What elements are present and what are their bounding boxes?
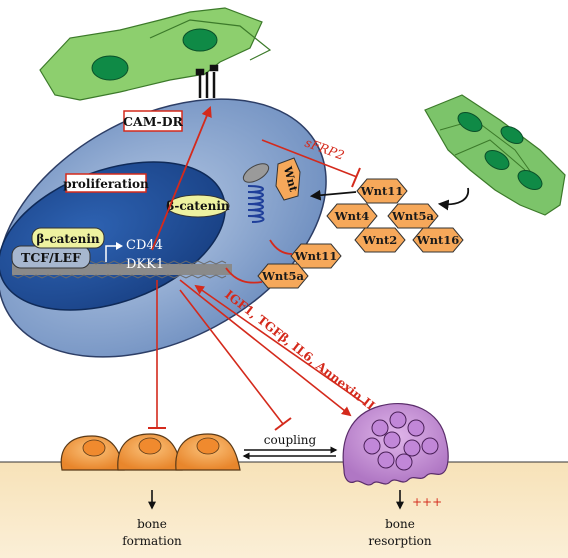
secreted-factors-label: IGF1, TGFβ, IL6, Annexin II xyxy=(222,287,378,413)
wnt5a-myeloma-label: Wnt5a xyxy=(261,269,305,283)
tcf-lef-label: TCF/LEF xyxy=(21,250,81,265)
wnt5a-myeloma: Wnt5a xyxy=(257,263,309,289)
beta-catenin-cytoplasm-pill xyxy=(166,194,230,218)
stromal-cells-top xyxy=(39,7,272,101)
coupling-inhibition-bar xyxy=(274,417,292,431)
wnt-secretion-arc-2 xyxy=(269,239,293,255)
cam-dr-label: CAM-DR xyxy=(123,114,184,129)
beta-catenin-nucleus-box xyxy=(31,227,105,249)
beta-catenin-cytoplasm-label: β-catenin xyxy=(166,199,229,213)
transcription-arrow xyxy=(105,245,118,262)
bone-resorption-label-2: resorption xyxy=(368,534,432,548)
wnt2-stromal-label: Wnt2 xyxy=(362,233,398,247)
cam-dr-arrow xyxy=(151,106,212,251)
myeloma-to-osteoclast-arrow xyxy=(179,279,352,417)
bound-wnt-ligand: Wnt xyxy=(275,157,301,201)
bone-formation-label-1: bone xyxy=(137,517,167,531)
cam-dr-box xyxy=(123,110,183,132)
wnt11-stromal: Wnt11 xyxy=(356,178,408,204)
coupling-label: coupling xyxy=(264,433,317,447)
wnt4-stromal: Wnt4 xyxy=(326,203,378,229)
stromal-to-wnt-arrow xyxy=(437,187,470,211)
wnt-hexagons-myeloma: Wnt11 Wnt5a xyxy=(257,243,342,289)
coupling-inhibition-line xyxy=(179,289,284,425)
adhesion-molecules xyxy=(195,64,219,98)
wnt-hexagons-stromal: Wnt11 Wnt4 Wnt5a Wnt2 Wnt16 xyxy=(326,178,464,253)
wnt2-stromal: Wnt2 xyxy=(354,227,406,253)
plus-marks: +++ xyxy=(412,495,442,509)
wnt5a-stromal: Wnt5a xyxy=(387,203,439,229)
beta-catenin-nucleus-label: β-catenin xyxy=(36,232,99,246)
proliferation-label: proliferation xyxy=(63,177,149,191)
bone-formation-label-2: formation xyxy=(122,534,182,548)
stromal-cells-right xyxy=(424,94,566,216)
wnt4-stromal-label: Wnt4 xyxy=(334,209,370,223)
wnt16-stromal: Wnt16 xyxy=(412,227,464,253)
cd44-label: CD44 xyxy=(126,238,163,253)
frizzled-receptor xyxy=(247,185,265,223)
osteoblasts xyxy=(60,433,241,471)
osteoclast xyxy=(342,402,449,486)
bone-resorption-label-1: bone xyxy=(385,517,415,531)
lrp-coreceptor xyxy=(242,163,270,183)
wnt11-myeloma-label: Wnt11 xyxy=(294,249,338,263)
bone-matrix xyxy=(0,462,568,558)
wnt11-myeloma: Wnt11 xyxy=(290,243,342,269)
wnt16-stromal-label: Wnt16 xyxy=(416,233,460,247)
sfrp2-inhibition-bar xyxy=(351,167,361,188)
sfrp2-inhibition-line xyxy=(261,139,358,178)
wnt11-stromal-label: Wnt11 xyxy=(360,184,404,198)
wnt-secretion-arc xyxy=(225,267,263,284)
dkk1-label: DKK1 xyxy=(126,257,164,272)
wnt-to-receptor-arrow xyxy=(309,189,357,201)
wnt5a-stromal-label: Wnt5a xyxy=(391,209,435,223)
osteoclast-to-myeloma-arrow xyxy=(194,284,366,405)
proliferation-box xyxy=(65,173,147,193)
